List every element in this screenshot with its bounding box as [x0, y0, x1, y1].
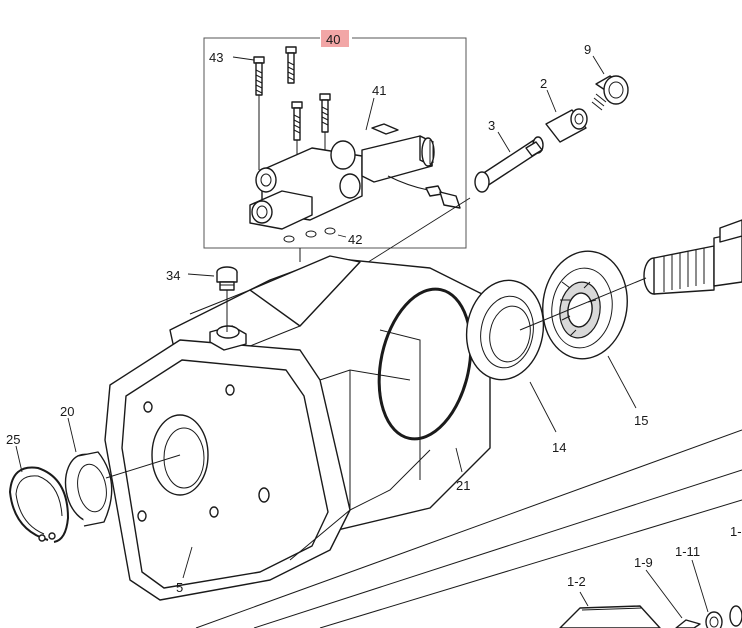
callout-41[interactable]: 41 [372, 83, 386, 98]
callout-2[interactable]: 2 [540, 76, 547, 91]
callout-1-2[interactable]: 1-2 [567, 574, 586, 589]
callout-21[interactable]: 21 [456, 478, 470, 493]
lower-section: 1-2 1-9 1-11 1- [195, 429, 742, 628]
callout-5[interactable]: 5 [176, 580, 183, 595]
valve-41: 41 [249, 83, 461, 230]
bolt-43-group: 43 [209, 46, 331, 198]
callout-42[interactable]: 42 [348, 232, 362, 247]
callout-1-11[interactable]: 1-11 [675, 544, 700, 559]
callout-40-highlight[interactable] [321, 30, 349, 47]
callout-1-9[interactable]: 1-9 [634, 555, 653, 570]
callout-20[interactable]: 20 [60, 404, 74, 419]
bearing-15: 15 [542, 250, 648, 428]
seal-14: 14 [465, 279, 566, 455]
piston-3: 3 [474, 118, 544, 193]
sleeve-2: 2 [540, 76, 588, 143]
valve-group-detail-box: 40 [203, 30, 467, 249]
callout-15[interactable]: 15 [634, 413, 648, 428]
pump-housing-5: 5 [104, 255, 491, 601]
callout-25[interactable]: 25 [6, 432, 20, 447]
plug-34: 34 [166, 266, 238, 332]
callout-34[interactable]: 34 [166, 268, 180, 283]
callout-14[interactable]: 14 [552, 440, 566, 455]
callout-9[interactable]: 9 [584, 42, 591, 57]
o-ring-21: 21 [377, 287, 473, 493]
callout-43[interactable]: 43 [209, 50, 223, 65]
callout-1-cut[interactable]: 1- [730, 524, 742, 539]
callout-3[interactable]: 3 [488, 118, 495, 133]
o-rings-42: 42 [283, 227, 362, 247]
callout-40[interactable]: 40 [326, 32, 340, 47]
drive-shaft [519, 219, 742, 331]
circlip-25: 25 [6, 432, 70, 543]
ring-20: 20 [60, 404, 181, 527]
plug-9: 9 [584, 42, 629, 111]
